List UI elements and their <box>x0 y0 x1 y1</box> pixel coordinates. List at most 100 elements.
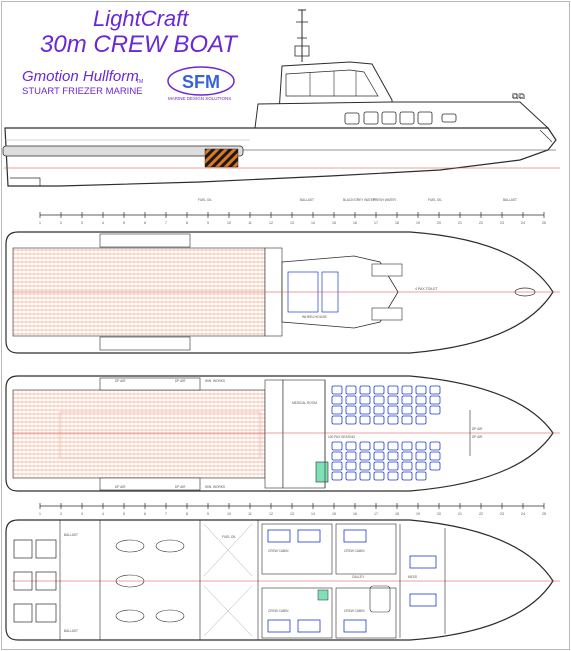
passenger-seat <box>345 395 357 405</box>
scale-tick-label: 8 <box>186 221 188 225</box>
passenger-seat <box>331 441 343 451</box>
passenger-seat <box>415 415 427 425</box>
passenger-seat <box>429 461 441 471</box>
scale-tick-label: 20 <box>437 512 441 516</box>
passenger-seat <box>429 385 441 395</box>
scale-tick-label: 1 <box>39 512 41 516</box>
passenger-seat <box>359 441 371 451</box>
profile-label: FUEL OIL <box>198 198 212 202</box>
passenger-seat <box>331 395 343 405</box>
plan-label: 4 PAX TOILET <box>415 287 439 291</box>
scale-tick-label: 16 <box>353 221 357 225</box>
passenger-seat <box>359 385 371 395</box>
scale-tick-label: 21 <box>458 221 462 225</box>
passenger-seat <box>345 451 357 461</box>
plan-label: WIN. WORKS <box>205 379 225 383</box>
plan-label: DP AIR <box>472 427 483 431</box>
scale-tick-label: 4 <box>102 221 104 225</box>
passenger-seat <box>415 405 427 415</box>
plan-label: DP AIR <box>472 435 483 439</box>
scale-tick-label: 22 <box>479 512 483 516</box>
wheelhouse-deck-plan <box>5 231 560 354</box>
scale-tick-label: 16 <box>353 512 357 516</box>
scale-tick-label: 19 <box>416 512 420 516</box>
passenger-seat <box>331 385 343 395</box>
passenger-seat <box>331 461 343 471</box>
scale-tick-label: 3 <box>81 221 83 225</box>
profile-label: FRESH WATER <box>373 198 397 202</box>
scale-tick-label: 15 <box>332 512 336 516</box>
passenger-seat <box>415 461 427 471</box>
passenger-seat <box>373 471 385 481</box>
scale-tick-label: 4 <box>102 512 104 516</box>
profile-label: FUEL OIL <box>428 198 442 202</box>
scale-tick-label: 10 <box>227 512 231 516</box>
passenger-seat <box>415 471 427 481</box>
scale-tick-label: 19 <box>416 221 420 225</box>
passenger-seat <box>373 461 385 471</box>
logo-subtitle: MARINE DESIGN SOLUTIONS <box>168 96 232 101</box>
designer-name: STUART FRIEZER MARINE <box>22 86 143 97</box>
plan-label: FUEL OIL <box>222 535 236 539</box>
profile-view: ⧉⧉ <box>2 9 560 187</box>
scale-tick-label: 18 <box>395 221 399 225</box>
scale-tick-label: 13 <box>290 221 294 225</box>
passenger-seat <box>415 385 427 395</box>
passenger-seat <box>401 405 413 415</box>
passenger-seat <box>373 405 385 415</box>
passenger-seat <box>345 405 357 415</box>
passenger-seat <box>401 385 413 395</box>
scale-tick-label: 9 <box>207 512 209 516</box>
scale-tick-label: 2 <box>60 512 62 516</box>
passenger-seat <box>387 441 399 451</box>
sfm-logo: SFM <box>167 66 235 96</box>
passenger-seat <box>345 461 357 471</box>
plan-label: CREW CABIN <box>268 609 289 613</box>
passenger-seat <box>373 441 385 451</box>
scale-tick-label: 13 <box>290 512 294 516</box>
passenger-seat <box>345 471 357 481</box>
title-line1: LightCraft <box>93 6 189 31</box>
scale-tick-label: 11 <box>248 512 252 516</box>
passenger-seat <box>373 415 385 425</box>
plan-label: BALLAST <box>64 533 78 537</box>
svg-text:⧉⧉: ⧉⧉ <box>512 92 525 102</box>
plan-label: CREW CABIN <box>268 549 289 553</box>
passenger-seat <box>331 451 343 461</box>
passenger-seat <box>387 461 399 471</box>
passenger-seat <box>429 395 441 405</box>
scale-tick-label: 24 <box>521 512 525 516</box>
hullform-trademark: TM <box>136 79 144 85</box>
passenger-seat <box>429 451 441 461</box>
scale-tick-label: 6 <box>144 221 146 225</box>
passenger-seat <box>331 471 343 481</box>
scale-tick-label: 23 <box>500 512 504 516</box>
passenger-seat <box>373 395 385 405</box>
passenger-seat <box>345 385 357 395</box>
hullform-label: Gmotion Hullform <box>22 68 139 85</box>
passenger-seat <box>387 471 399 481</box>
scale-tick-label: 25 <box>542 512 546 516</box>
plan-label: MESS <box>408 575 417 579</box>
passenger-seat <box>387 451 399 461</box>
passenger-seat <box>345 441 357 451</box>
scale-tick-label: 17 <box>374 512 378 516</box>
plan-label: DP AIR <box>115 485 126 489</box>
passenger-seat <box>359 471 371 481</box>
scale-tick-label: 6 <box>144 512 146 516</box>
passenger-seat <box>359 415 371 425</box>
scale-tick-label: 5 <box>123 221 125 225</box>
scale-tick-label: 18 <box>395 512 399 516</box>
passenger-seat <box>331 415 343 425</box>
passenger-seat <box>387 385 399 395</box>
passenger-seat <box>429 441 441 451</box>
passenger-seat <box>415 451 427 461</box>
passenger-seat <box>429 405 441 415</box>
plan-label: MEDICAL ROOM <box>292 401 317 405</box>
main-deck-plan <box>5 375 560 492</box>
scale-tick-label: 3 <box>81 512 83 516</box>
plan-label: BALLAST <box>64 629 78 633</box>
plan-label: CREW CABIN <box>344 549 365 553</box>
scale-tick-label: 1 <box>39 221 41 225</box>
